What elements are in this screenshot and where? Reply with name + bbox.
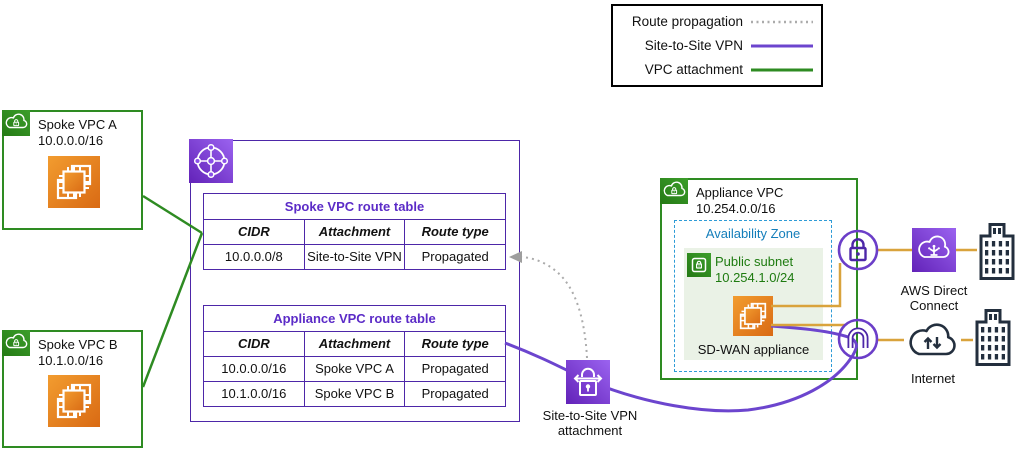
cell-cidr: 10.1.0.0/16 (221, 386, 287, 401)
cell-route-type: Propagated (404, 357, 505, 381)
availability-zone-label: Availability Zone (705, 226, 801, 241)
route-propagation-line-sample (751, 20, 813, 23)
site-to-site-vpn-attachment-icon (566, 360, 610, 404)
cell-attachment: Site-to-Site VPN (303, 245, 405, 269)
cell-cidr: 10.0.0.0/16 (221, 361, 287, 376)
sdwan-appliance-icon (733, 296, 773, 336)
internet-gateway-icon (837, 318, 879, 360)
site-to-site-vpn-line-sample (751, 44, 813, 47)
legend-item-route-propagation: Route propagation (613, 14, 821, 29)
subnet-name: Public subnet (715, 254, 794, 269)
ec2-instances-icon (48, 156, 100, 208)
route-table-title: Spoke VPC route table (284, 199, 425, 214)
cell-cidr: 10.0.0.0/8 (224, 249, 283, 264)
col-header-cidr: CIDR (237, 336, 270, 351)
spoke-vpc-a-box: Spoke VPC A 10.0.0.0/16 (2, 110, 143, 230)
table-row: 10.0.0.0/16 Spoke VPC A Propagated (204, 356, 505, 381)
col-header-attachment: Attachment (303, 220, 405, 244)
legend-label: Site-to-Site VPN (644, 38, 743, 53)
vpc-icon (2, 330, 30, 356)
spoke-vpc-b-title: Spoke VPC B 10.1.0.0/16 (38, 337, 118, 369)
legend: Route propagation Site-to-Site VPN VPC a… (611, 4, 823, 87)
spoke-vpc-b-box: Spoke VPC B 10.1.0.0/16 (2, 330, 143, 448)
appliance-vpc-route-table: Appliance VPC route table CIDR Attachmen… (203, 305, 506, 407)
spoke-vpc-a-title: Spoke VPC A 10.0.0.0/16 (38, 117, 117, 149)
table-row: 10.0.0.0/8 Site-to-Site VPN Propagated (204, 244, 505, 269)
vpn-attachment-label: Site-to-Site VPN attachment (542, 408, 638, 438)
ec2-instances-icon (48, 375, 100, 427)
route-table-header-row: CIDR Attachment Route type (204, 219, 505, 244)
col-header-attachment: Attachment (303, 332, 405, 356)
cell-route-type: Propagated (404, 245, 505, 269)
route-table-header-row: CIDR Attachment Route type (204, 331, 505, 356)
route-propagation-line (521, 256, 588, 359)
public-subnet-icon (687, 253, 711, 277)
col-header-route-type: Route type (404, 220, 505, 244)
corporate-building-icon (973, 308, 1013, 366)
internet-cloud-icon (909, 323, 956, 356)
vpc-attachment-line-sample (751, 68, 813, 71)
vpc-cidr: 10.1.0.0/16 (38, 353, 104, 368)
legend-item-vpc-attachment: VPC attachment (613, 62, 821, 77)
direct-connect-label: AWS Direct Connect (900, 283, 968, 313)
availability-zone-box: Availability Zone Public subnet 10.254.1… (674, 220, 832, 372)
public-subnet-title: Public subnet 10.254.1.0/24 (715, 254, 795, 286)
vpc-name: Appliance VPC (696, 185, 784, 200)
vpc-name: Spoke VPC B (38, 337, 118, 352)
col-header-cidr: CIDR (237, 224, 270, 239)
vpn-gateway-lock-icon (837, 229, 879, 271)
public-subnet-box: Public subnet 10.254.1.0/24 SD-WAN appli… (684, 248, 823, 360)
cell-attachment: Spoke VPC A (303, 357, 405, 381)
table-row: 10.1.0.0/16 Spoke VPC B Propagated (204, 381, 505, 406)
legend-label: VPC attachment (644, 62, 743, 77)
appliance-vpc-box: Appliance VPC 10.254.0.0/16 Availability… (660, 178, 858, 380)
spoke-vpc-route-table: Spoke VPC route table CIDR Attachment Ro… (203, 193, 506, 270)
route-table-title: Appliance VPC route table (273, 311, 436, 326)
cell-route-type: Propagated (404, 382, 505, 406)
legend-label: Route propagation (631, 14, 743, 29)
internet-label: Internet (910, 371, 956, 386)
legend-item-site-to-site-vpn: Site-to-Site VPN (613, 38, 821, 53)
vpc-icon (2, 110, 30, 136)
cell-attachment: Spoke VPC B (303, 382, 405, 406)
transit-gateway-box: Spoke VPC route table CIDR Attachment Ro… (190, 140, 520, 422)
subnet-cidr: 10.254.1.0/24 (715, 270, 795, 285)
transit-gateway-icon (189, 139, 233, 183)
aws-direct-connect-icon (912, 228, 956, 272)
sdwan-appliance-label: SD-WAN appliance (697, 342, 810, 357)
appliance-vpc-title: Appliance VPC 10.254.0.0/16 (696, 185, 783, 217)
col-header-route-type: Route type (404, 332, 505, 356)
vpc-name: Spoke VPC A (38, 117, 117, 132)
corporate-building-icon (977, 222, 1017, 280)
vpc-cidr: 10.0.0.0/16 (38, 133, 104, 148)
vpc-icon (660, 178, 688, 204)
vpc-cidr: 10.254.0.0/16 (696, 201, 776, 216)
